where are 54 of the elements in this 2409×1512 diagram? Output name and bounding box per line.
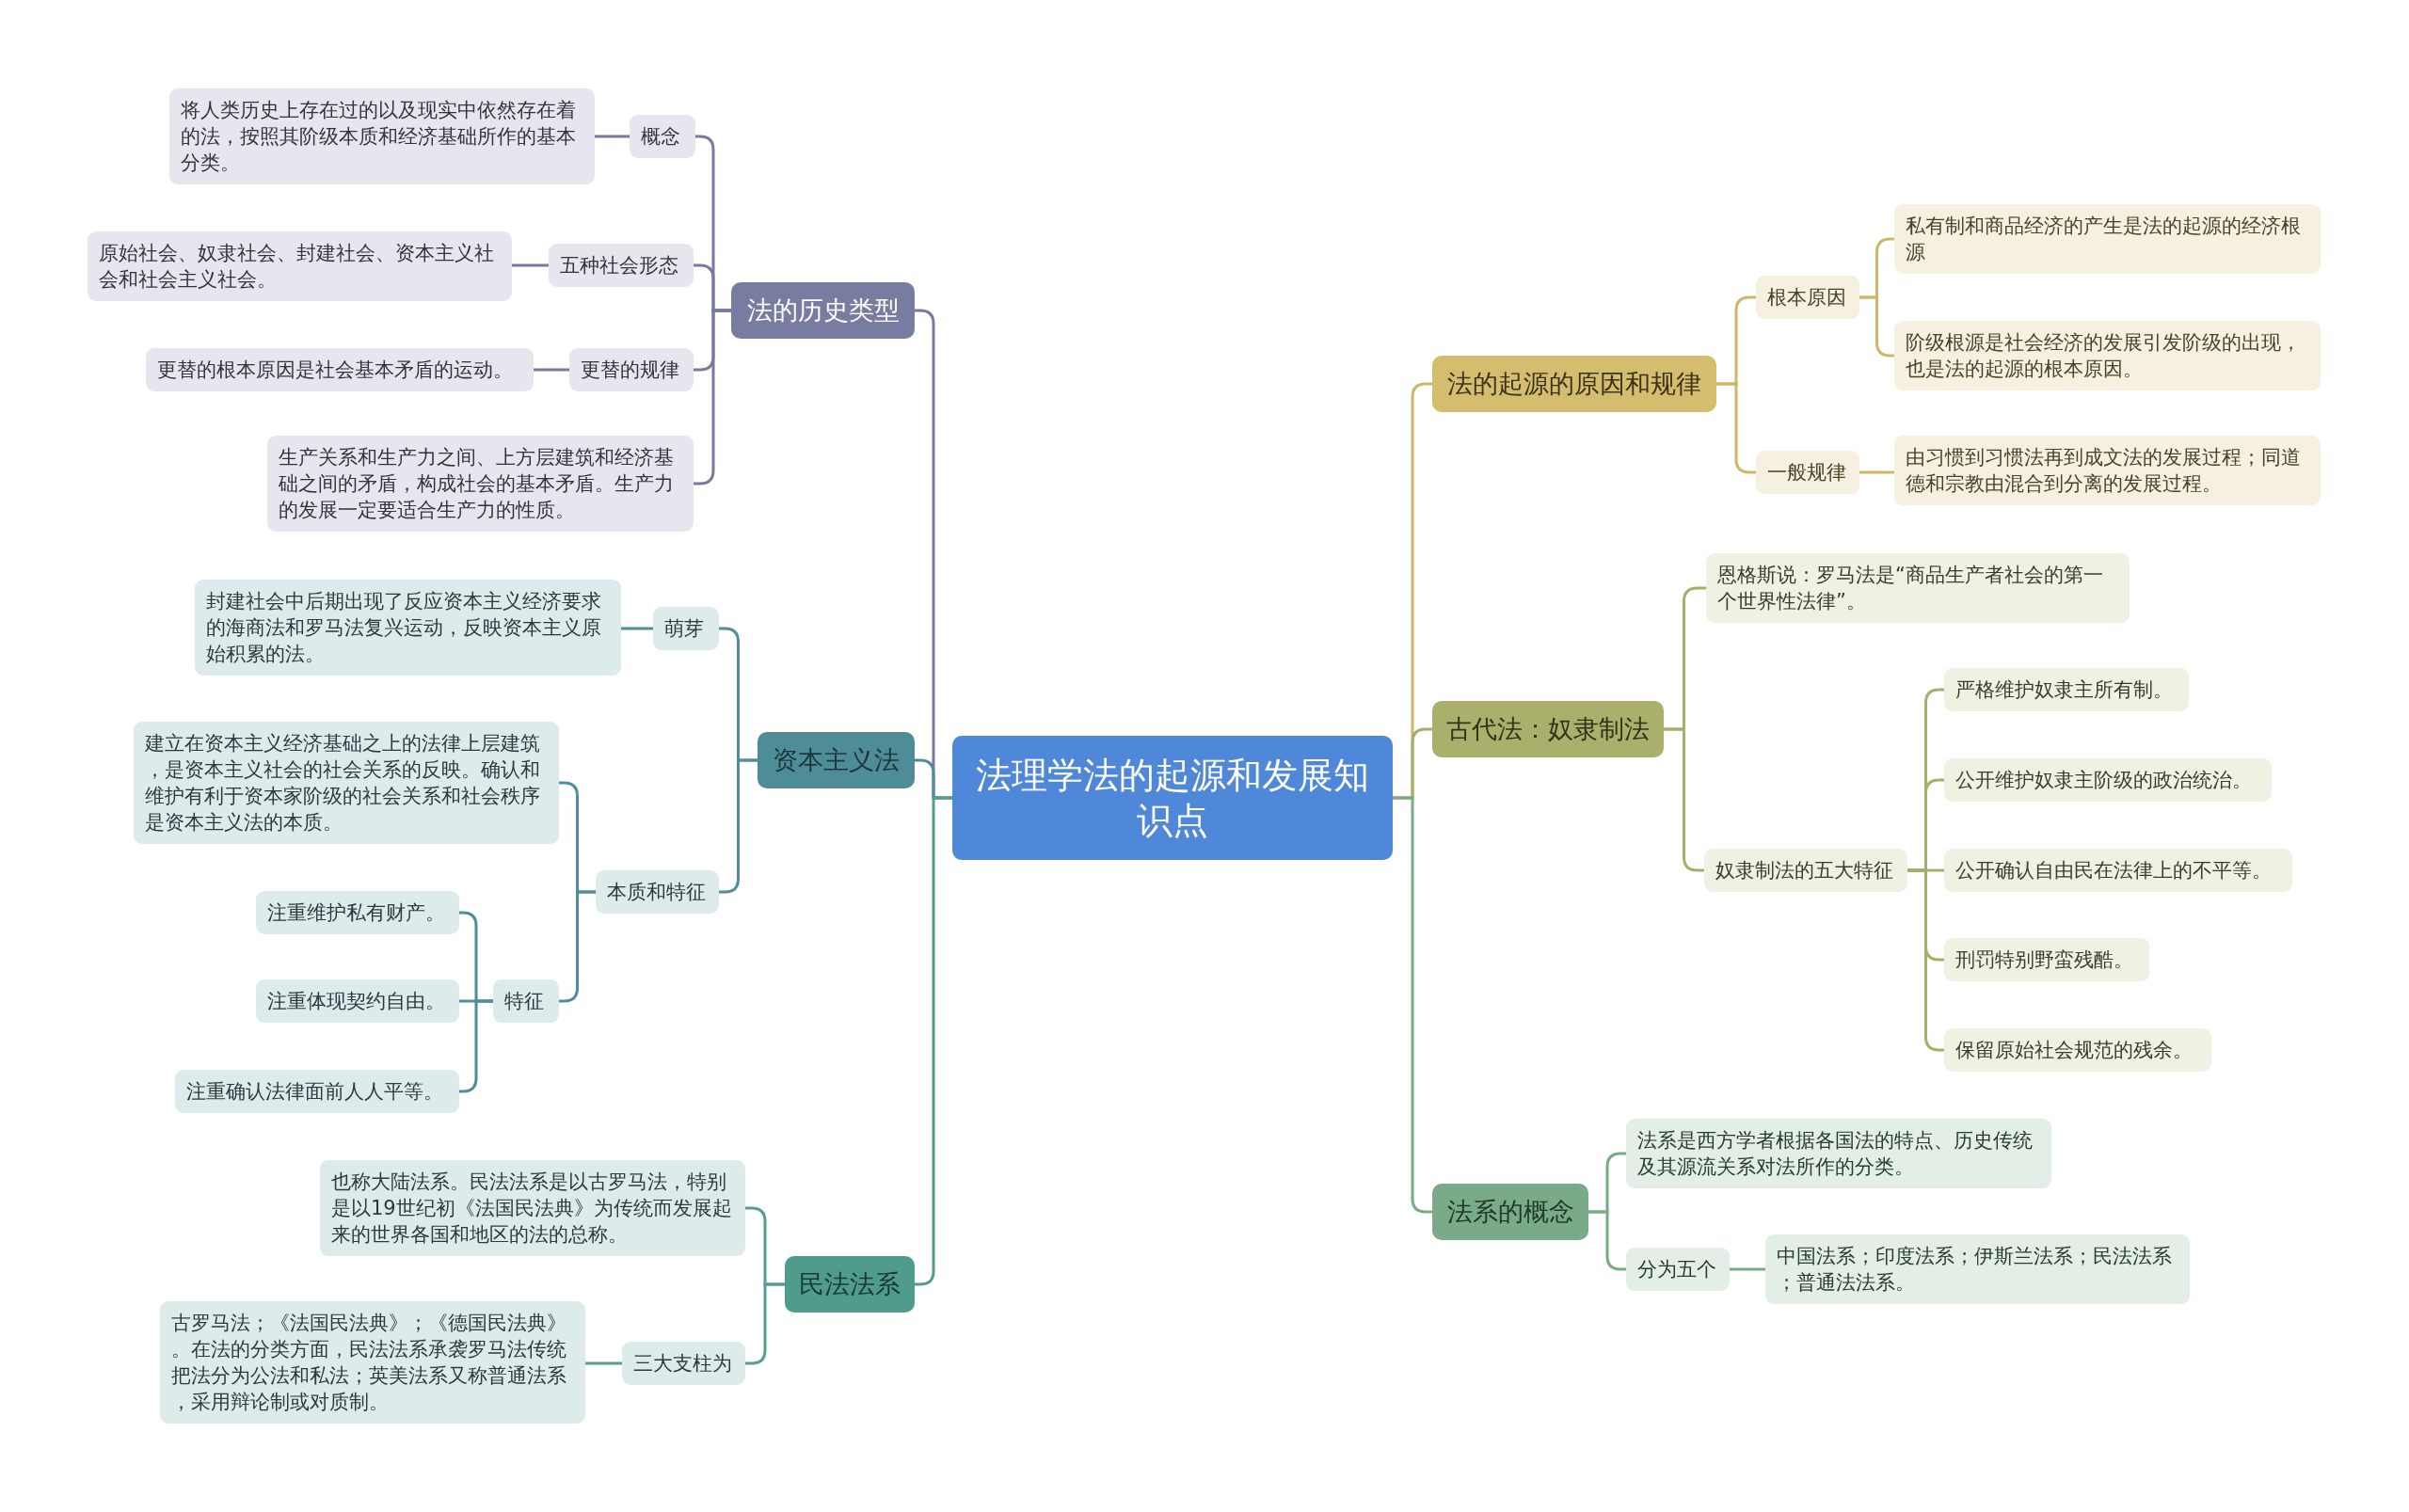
connector-line (1393, 796, 1432, 1214)
subtopic: 三大支柱为 (622, 1342, 745, 1385)
connector-line (745, 1282, 785, 1365)
subtopic: 奴隶制法的五大特征 (1704, 849, 1907, 892)
subtopic: 根本原因 (1756, 276, 1859, 319)
subtopic: 更替的根本原因是社会基本矛盾的运动。 (146, 348, 534, 391)
subtopic: 公开确认自由民在法律上的不平等。 (1944, 849, 2292, 892)
subtopic: 公开维护奴隶主阶级的政治统治。 (1944, 758, 2272, 802)
subtopic: 本质和特征 (596, 870, 719, 914)
subtopic: 更替的规律 (569, 348, 694, 391)
connector-line (512, 263, 549, 267)
connector-line (1859, 470, 1894, 474)
subtopic: 生产关系和生产力之间、上方层建筑和经济基础之间的矛盾，构成社会的基本矛盾。生产力的发展一定要适合生产力的性质。 (267, 436, 694, 532)
subtopic: 严格维护奴隶主所有制。 (1944, 668, 2189, 711)
subtopic: 原始社会、奴隶社会、封建社会、资本主义社会和社会主义社会。 (88, 231, 512, 301)
connector-line (915, 796, 952, 1286)
subtopic: 分为五个 (1626, 1248, 1730, 1291)
connector-line (585, 1361, 622, 1365)
subtopic: 一般规律 (1756, 451, 1859, 494)
main-topic: 资本主义法 (758, 732, 915, 788)
main-topic: 法的历史类型 (731, 282, 915, 339)
subtopic: 刑罚特别野蛮残酷。 (1944, 938, 2149, 981)
connector-line (595, 135, 630, 138)
subtopic: 阶级根源是社会经济的发展引发阶级的出现，也是法的起源的根本原因。 (1894, 321, 2321, 390)
subtopic: 私有制和商品经济的产生是法的起源的经济根源 (1894, 204, 2321, 274)
subtopic: 萌芽 (653, 607, 719, 650)
subtopic: 将人类历史上存在过的以及现实中依然存在着的法，按照其阶级本质和经济基础所作的基本分类。 (169, 88, 595, 184)
subtopic: 也称大陆法系。民法法系是以古罗马法，特别是以19世纪初《法国民法典》为传统而发展起来的世界各国和地区的法的总称。 (320, 1160, 745, 1256)
subtopic: 法系是西方学者根据各国法的特点、历史传统及其源流关系对法所作的分类。 (1626, 1119, 2051, 1188)
subtopic: 中国法系；印度法系；伊斯兰法系；民法法系；普通法法系。 (1765, 1234, 2190, 1304)
connector-line (1664, 727, 1704, 872)
subtopic: 注重确认法律面前人人平等。 (175, 1070, 459, 1113)
connector-line (1716, 382, 1756, 474)
main-topic: 法系的概念 (1432, 1184, 1588, 1240)
connector-line (719, 758, 758, 894)
subtopic: 由习惯到习惯法再到成文法的发展过程；同道德和宗教由混合到分离的发展过程。 (1894, 436, 2321, 505)
subtopic: 概念 (630, 115, 695, 158)
main-topic: 民法法系 (785, 1256, 915, 1313)
subtopic: 五种社会形态 (549, 244, 694, 287)
connector-line (694, 309, 731, 485)
main-topic: 法的起源的原因和规律 (1432, 356, 1716, 412)
main-topic: 古代法：奴隶制法 (1432, 701, 1664, 757)
connector-line (621, 627, 653, 630)
subtopic: 封建社会中后期出现了反应资本主义经济要求的海商法和罗马法复兴运动，反映资本主义原始积累的法。 (195, 580, 621, 676)
connector-line (1730, 1267, 1765, 1271)
connector-line (534, 368, 569, 372)
subtopic: 注重维护私有财产。 (256, 891, 459, 934)
central-topic: 法理学法的起源和发展知识点 (952, 736, 1393, 860)
subtopic: 注重体现契约自由。 (256, 979, 459, 1023)
subtopic: 建立在资本主义经济基础之上的法律上层建筑，是资本主义社会的社会关系的反映。确认和维护有利于资本家阶级的社会关系和社会秩序是资本主义法的本质。 (134, 722, 559, 844)
subtopic: 古罗马法；《法国民法典》；《德国民法典》。在法的分类方面，民法法系承袭罗马法传统把法分为公法和私法；英美法系又称普通法系，采用辩论制或对质制。 (160, 1301, 585, 1424)
subtopic: 恩格斯说：罗马法是“商品生产者社会的第一个世界性法律”。 (1706, 553, 2130, 623)
subtopic: 保留原始社会规范的残余。 (1944, 1028, 2211, 1072)
subtopic: 特征 (493, 979, 559, 1023)
